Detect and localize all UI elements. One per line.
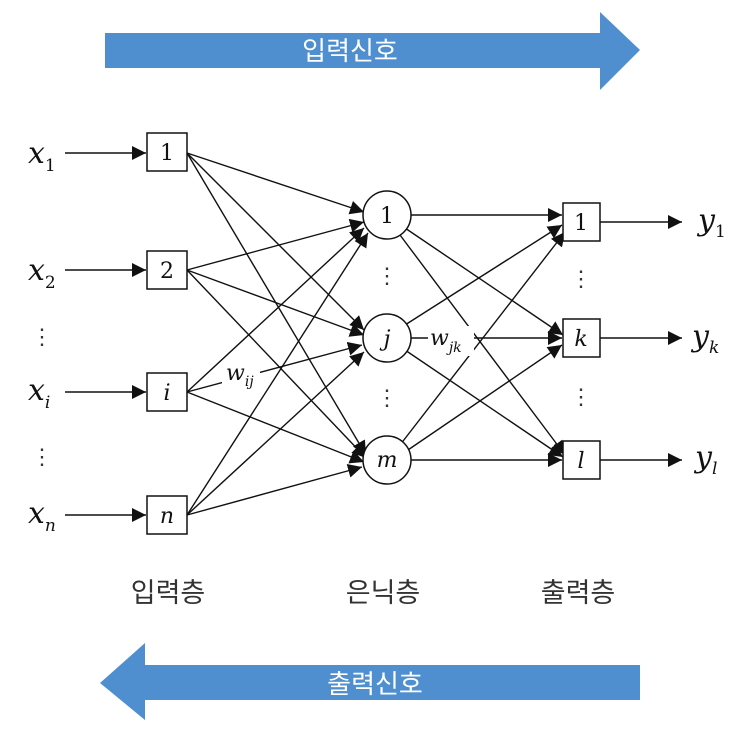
- output-variable-y1: y1: [696, 203, 726, 242]
- input-variables: x1 x2 xi xn: [28, 136, 56, 536]
- output-node-k: k: [562, 318, 601, 358]
- input-variable-xi: xi: [28, 373, 50, 413]
- output-variable-yl: yl: [693, 440, 717, 479]
- hidden-ellipsis-1: ⋮: [376, 264, 398, 289]
- output-layer-nodes: 1 k l: [562, 202, 601, 480]
- svg-text:i: i: [163, 381, 170, 406]
- output-layer-label: 출력층: [541, 578, 616, 609]
- output-arrows: [600, 215, 682, 467]
- svg-text:1: 1: [574, 211, 588, 236]
- input-node-2: 2: [146, 250, 188, 290]
- input-signal-arrow: 입력신호: [105, 12, 640, 90]
- weight-labels: wij wjk: [222, 326, 474, 390]
- svg-text:1: 1: [380, 204, 394, 229]
- input-variable-x1: x1: [28, 136, 56, 176]
- svg-text:m: m: [377, 448, 398, 473]
- input-hidden-connections: [186, 152, 369, 516]
- input-node-i: i: [146, 372, 188, 412]
- weight-wjk: wjk: [430, 326, 462, 356]
- output-variables: y1 yk yl: [690, 203, 726, 479]
- hidden-node-m: m: [362, 435, 412, 485]
- hidden-ellipsis-2: ⋮: [376, 386, 398, 411]
- hidden-layer-label: 은닉층: [346, 578, 421, 609]
- output-node-l: l: [562, 440, 601, 480]
- hidden-node-j: j: [362, 313, 412, 363]
- svg-text:1: 1: [160, 141, 174, 166]
- ellipsis-marks: ⋮ ⋮ ⋮ ⋮ ⋮ ⋮: [31, 264, 592, 470]
- svg-text:2: 2: [160, 259, 174, 284]
- output-ellipsis-1: ⋮: [570, 267, 592, 292]
- input-arrows: [65, 146, 146, 522]
- hidden-node-1: 1: [362, 190, 412, 240]
- input-variable-xn: xn: [28, 496, 56, 536]
- input-node-1: 1: [146, 132, 188, 172]
- hidden-output-connections: [399, 208, 566, 467]
- output-variable-yk: yk: [690, 319, 719, 358]
- input-layer-label: 입력층: [131, 578, 206, 609]
- weight-wij: wij: [226, 361, 254, 390]
- output-signal-arrow: 출력신호: [100, 643, 640, 720]
- output-signal-label: 출력신호: [327, 670, 423, 700]
- input-signal-label: 입력신호: [302, 37, 398, 67]
- output-ellipsis-2: ⋮: [570, 385, 592, 410]
- input-layer-nodes: 1 2 i n: [146, 132, 188, 535]
- input-ellipsis-1: ⋮: [31, 325, 53, 350]
- svg-text:n: n: [160, 504, 174, 529]
- layer-labels: 입력층 은닉층 출력층: [131, 578, 616, 609]
- input-variable-x2: x2: [28, 253, 56, 293]
- input-ellipsis-2: ⋮: [31, 445, 53, 470]
- input-node-n: n: [146, 495, 188, 535]
- svg-text:k: k: [574, 327, 587, 352]
- hidden-layer-nodes: 1 j m: [362, 190, 412, 485]
- svg-text:l: l: [577, 449, 584, 474]
- output-node-1: 1: [562, 202, 601, 242]
